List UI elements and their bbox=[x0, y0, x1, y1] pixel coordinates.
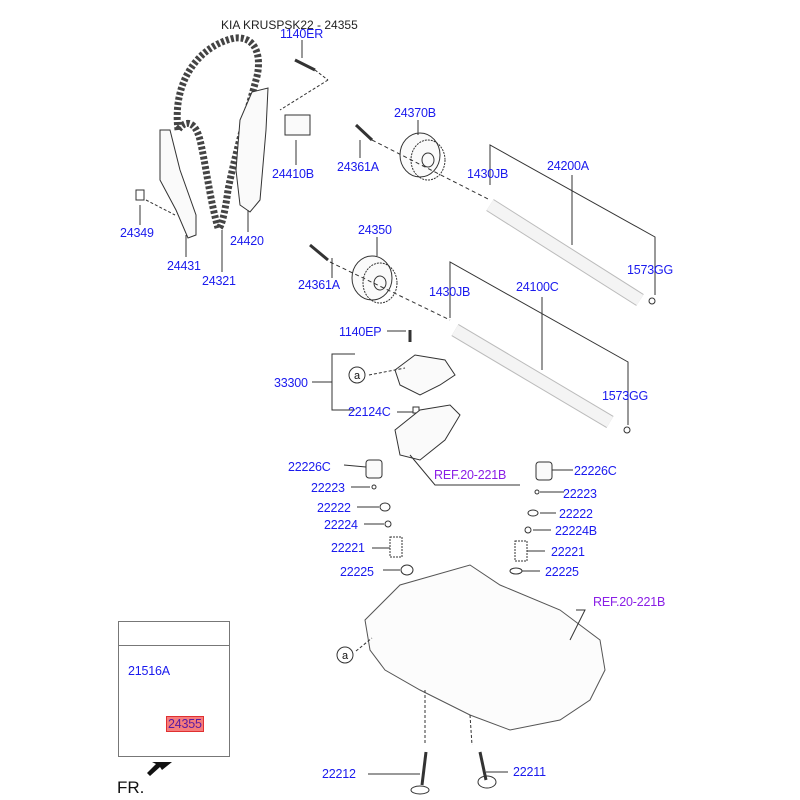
part-label-1140ER[interactable]: 1140ER bbox=[280, 27, 324, 41]
part-label-22223-right[interactable]: 22223 bbox=[563, 487, 597, 501]
callout-marker-a-bracket bbox=[348, 366, 366, 384]
part-label-24370B[interactable]: 24370B bbox=[394, 106, 436, 120]
inset-header bbox=[119, 622, 229, 646]
part-label-24200A[interactable]: 24200A bbox=[547, 159, 589, 173]
camshaft-24100C-drawing bbox=[451, 323, 614, 429]
part-label-24410B[interactable]: 24410B bbox=[272, 167, 314, 181]
part-label-22221-left[interactable]: 22221 bbox=[331, 541, 365, 555]
diagram-title: KIA KRUSPSK22 - 24355 bbox=[221, 18, 358, 32]
bolt-24349-drawing bbox=[135, 189, 145, 201]
part-label-24349[interactable]: 24349 bbox=[120, 226, 154, 240]
part-label-22222-right[interactable]: 22222 bbox=[559, 507, 593, 521]
valve-spring-right-drawing bbox=[514, 540, 528, 562]
part-label-1573GG-bottom[interactable]: 1573GG bbox=[602, 389, 649, 403]
part-label-1430JB-top[interactable]: 1430JB bbox=[467, 167, 509, 181]
part-label-1430JB-bottom[interactable]: 1430JB bbox=[429, 285, 471, 299]
part-label-1573GG-top[interactable]: 1573GG bbox=[627, 263, 674, 277]
part-label-24321[interactable]: 24321 bbox=[202, 274, 236, 288]
part-label-24350[interactable]: 24350 bbox=[358, 223, 392, 237]
part-label-22211[interactable]: 22211 bbox=[513, 765, 546, 779]
callout-marker-a-text-2: a bbox=[342, 650, 349, 662]
detail-inset-a bbox=[118, 621, 230, 757]
front-direction-label: FR. bbox=[117, 778, 145, 797]
part-label-21516A[interactable]: 21516A bbox=[128, 664, 170, 678]
part-label-1140EP[interactable]: 1140EP bbox=[339, 325, 382, 339]
part-label-22221-right[interactable]: 22221 bbox=[551, 545, 585, 559]
valve-spring-left-drawing bbox=[389, 536, 403, 558]
front-direction-arrow bbox=[147, 762, 172, 776]
part-label-22226C-right[interactable]: 22226C bbox=[574, 464, 617, 478]
tensioner-24410B-drawing bbox=[284, 114, 311, 136]
part-label-22225-right[interactable]: 22225 bbox=[545, 565, 579, 579]
part-label-22124C[interactable]: 22124C bbox=[348, 405, 391, 419]
part-label-22212[interactable]: 22212 bbox=[322, 767, 356, 781]
part-label-24355-highlighted[interactable]: 24355 bbox=[166, 716, 204, 732]
part-label-24361A-bottom[interactable]: 24361A bbox=[298, 278, 340, 292]
reference-label-rocker[interactable]: REF.20-221B bbox=[434, 468, 507, 482]
part-label-24420[interactable]: 24420 bbox=[230, 234, 264, 248]
part-label-24431[interactable]: 24431 bbox=[167, 259, 201, 273]
sprocket-24350-drawing bbox=[351, 255, 398, 304]
camshaft-24200A-drawing bbox=[486, 199, 644, 306]
sprocket-24370B-drawing bbox=[399, 132, 446, 181]
valve-22211-drawing bbox=[478, 751, 488, 781]
part-label-33300[interactable]: 33300 bbox=[274, 376, 308, 390]
chain-guide-drawing bbox=[159, 129, 197, 239]
valve-22212-drawing bbox=[420, 751, 428, 786]
part-label-22224-left[interactable]: 22224 bbox=[324, 518, 358, 532]
part-label-22225-left[interactable]: 22225 bbox=[340, 565, 374, 579]
part-label-22226C-left[interactable]: 22226C bbox=[288, 460, 331, 474]
part-label-24361A-top[interactable]: 24361A bbox=[337, 160, 379, 174]
part-label-22223-left[interactable]: 22223 bbox=[311, 481, 345, 495]
rocker-cap-drawing bbox=[394, 404, 461, 461]
timing-chain-drawing bbox=[173, 34, 262, 232]
part-label-22222-left[interactable]: 22222 bbox=[317, 501, 351, 515]
cylinder-head-drawing bbox=[364, 564, 606, 731]
callout-marker-a-text: a bbox=[354, 370, 361, 382]
oil-control-valve-bracket-drawing bbox=[394, 354, 456, 396]
callout-marker-a-head bbox=[336, 646, 354, 664]
part-label-22224B-right[interactable]: 22224B bbox=[555, 524, 597, 538]
tensioner-arm-drawing bbox=[235, 87, 269, 213]
part-label-24100C[interactable]: 24100C bbox=[516, 280, 559, 294]
reference-label-cylinder-head[interactable]: REF.20-221B bbox=[593, 595, 666, 609]
